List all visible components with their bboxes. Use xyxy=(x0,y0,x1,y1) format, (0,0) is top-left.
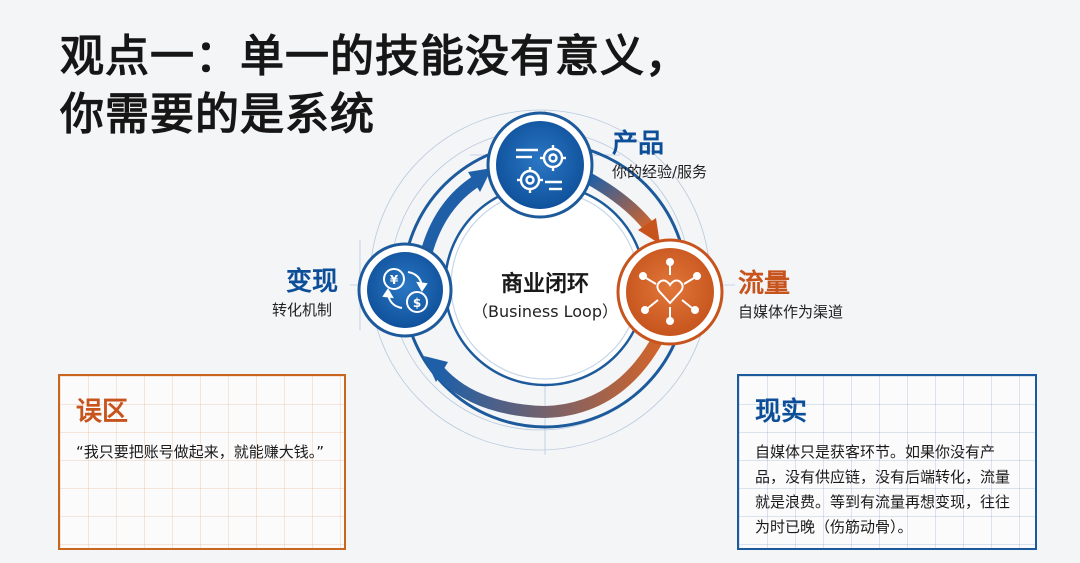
traffic-node xyxy=(616,238,724,346)
myth-box: 误区 “我只要把账号做起来，就能赚大钱。” xyxy=(58,374,346,550)
myth-title: 误区 xyxy=(76,397,129,427)
svg-text:$: $ xyxy=(413,296,421,310)
center-subtitle: （Business Loop） xyxy=(471,302,618,321)
page-title: 观点一：单一的技能没有意义， 你需要的是系统 xyxy=(60,28,690,144)
product-subtitle: 你的经验/服务 xyxy=(612,163,708,181)
reality-box: 现实 自媒体只是获客环节。如果你没有产品，没有供应链，没有后端转化，流量就是浪费… xyxy=(737,374,1037,550)
arrow-monetize-to-product xyxy=(419,168,492,264)
product-node xyxy=(486,111,594,219)
product-title: 产品 xyxy=(612,129,665,159)
arrow-traffic-to-monetize xyxy=(424,329,666,419)
page-title-line-2: 你需要的是系统 xyxy=(60,89,375,140)
page-title-line-1: 观点一：单一的技能没有意义， xyxy=(60,31,690,82)
monetize-title: 变现 xyxy=(286,267,339,297)
currency-exchange-icon xyxy=(382,268,428,313)
network-heart-icon xyxy=(639,258,701,325)
monetize-node: ¥ $ xyxy=(357,242,453,338)
monetize-subtitle: 转化机制 xyxy=(272,301,333,319)
traffic-subtitle: 自媒体作为渠道 xyxy=(738,303,844,321)
arrow-product-to-traffic xyxy=(582,172,660,244)
center-title: 商业闭环 xyxy=(500,272,589,297)
myth-body: “我只要把账号做起来，就能赚大钱。” xyxy=(76,443,325,461)
traffic-title: 流量 xyxy=(738,269,791,299)
gears-icon xyxy=(516,145,566,193)
svg-text:¥: ¥ xyxy=(390,273,399,287)
reality-title: 现实 xyxy=(755,397,808,427)
reality-body: 自媒体只是获客环节。如果你没有产品，没有供应链，没有后端转化，流量就是浪费。等到… xyxy=(755,443,1011,536)
